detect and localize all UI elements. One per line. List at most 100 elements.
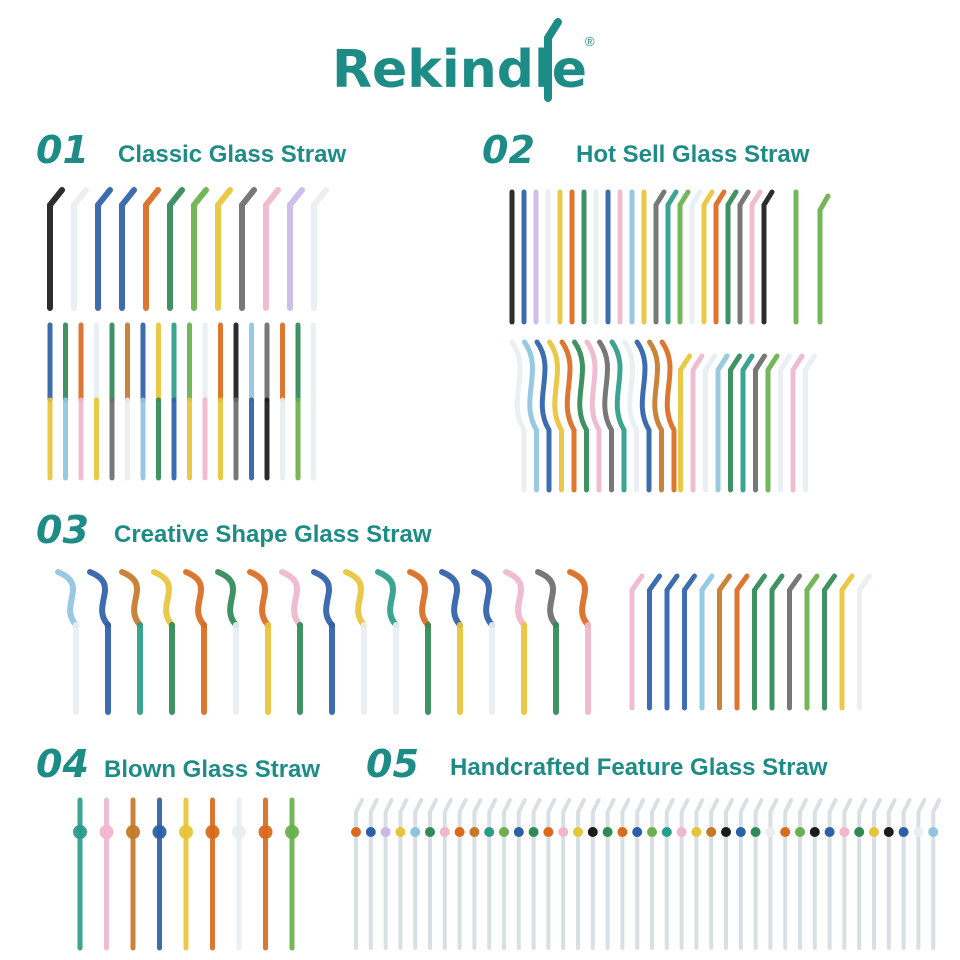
straw-icon: [522, 339, 539, 493]
logo-straw-icon: [544, 18, 562, 102]
straw-icon: [659, 339, 677, 493]
straw-icon: [95, 187, 113, 311]
straw-icon: [678, 353, 692, 493]
straw-icon: [215, 187, 233, 311]
charm-icon: [513, 827, 524, 837]
charm-icon: [602, 827, 613, 837]
classic-striped-straws: [47, 322, 316, 481]
charm-icon: [632, 827, 643, 837]
straw-icon: [717, 573, 732, 711]
straw-icon: [605, 798, 616, 950]
straw-icon: [183, 569, 207, 628]
straw-icon: [398, 798, 409, 950]
straw-icon: [709, 798, 720, 950]
straw-icon: [725, 189, 739, 325]
straw-icon: [546, 798, 557, 950]
charm-icon: [558, 827, 569, 837]
straw-icon: [740, 353, 755, 493]
straw-icon: [609, 339, 627, 493]
straw-icon: [561, 798, 572, 950]
charm-icon: [765, 827, 776, 837]
straw-icon: [534, 339, 552, 493]
straw-icon: [635, 798, 646, 950]
straw-icon: [535, 569, 559, 628]
straw-icon: [597, 339, 614, 493]
charm-icon: [395, 827, 406, 837]
charm-icon: [824, 827, 835, 837]
section-01-title: Classic Glass Straw: [118, 141, 347, 168]
charm-icon: [691, 827, 702, 837]
straw-icon: [472, 798, 483, 950]
straw-icon: [804, 573, 820, 711]
straw-icon: [715, 353, 730, 493]
straw-icon: [694, 798, 705, 950]
straw-icon: [47, 187, 65, 311]
straw-icon: [901, 798, 912, 950]
straw-icon: [677, 189, 691, 325]
hot-sell-ribbed-straws: [509, 189, 831, 325]
charm-icon: [780, 827, 791, 837]
straw-icon: [531, 798, 542, 950]
straw-icon: [827, 798, 838, 950]
straw-icon: [354, 798, 364, 950]
charm-icon: [573, 827, 583, 837]
charm-icon: [898, 827, 909, 837]
straw-icon: [734, 573, 750, 711]
straw-icon: [576, 798, 586, 950]
bead-icon: [99, 825, 114, 839]
charm-icon: [484, 827, 495, 837]
straw-icon: [428, 798, 438, 950]
classic-bent-straws: [47, 187, 329, 311]
charm-icon: [706, 827, 717, 837]
charm-icon: [676, 827, 687, 837]
straw-icon: [629, 573, 645, 711]
straw-icon: [119, 187, 137, 311]
bead-icon: [126, 825, 140, 839]
straw-icon: [503, 569, 527, 628]
straw-icon: [247, 569, 271, 628]
section-05-number: 05: [366, 742, 419, 786]
straw-icon: [822, 573, 837, 711]
straw-icon: [931, 798, 942, 950]
charm-icon: [883, 827, 894, 837]
charm-icon: [528, 827, 539, 837]
straw-icon: [143, 187, 161, 311]
section-02-number: 02: [482, 128, 535, 172]
straw-icon: [724, 798, 734, 950]
straw-icon: [872, 798, 882, 950]
bead-icon: [285, 825, 299, 839]
straw-icon: [787, 573, 802, 711]
charm-icon: [410, 827, 421, 837]
straw-icon: [509, 339, 527, 493]
straw-icon: [689, 189, 703, 325]
straw-icon: [471, 569, 495, 628]
charm-icon: [425, 827, 435, 837]
straw-icon: [516, 798, 527, 950]
straw-icon: [620, 798, 631, 950]
straw-icon: [368, 798, 379, 950]
straw-icon: [215, 569, 239, 628]
charm-icon: [809, 827, 820, 837]
straw-icon: [916, 798, 927, 950]
section-05-title: Handcrafted Feature Glass Straw: [450, 754, 828, 781]
charm-icon: [439, 827, 450, 837]
straw-icon: [761, 189, 775, 325]
blown-glass-straws: [73, 797, 299, 951]
straw-icon: [547, 339, 564, 493]
straw-icon: [769, 573, 785, 711]
straw-icon: [119, 569, 143, 628]
charm-icon: [928, 827, 939, 837]
creative-shape-straws: [55, 569, 591, 715]
straw-icon: [842, 798, 853, 950]
straw-icon: [375, 569, 399, 628]
charm-icon: [351, 827, 361, 837]
straw-icon: [647, 339, 664, 493]
bead-icon: [73, 825, 87, 839]
registered-mark: ®: [585, 34, 595, 49]
straw-icon: [634, 339, 652, 493]
straw-icon: [590, 798, 601, 950]
charm-icon: [499, 827, 509, 837]
straw-icon: [886, 798, 897, 950]
straw-icon: [311, 187, 329, 311]
